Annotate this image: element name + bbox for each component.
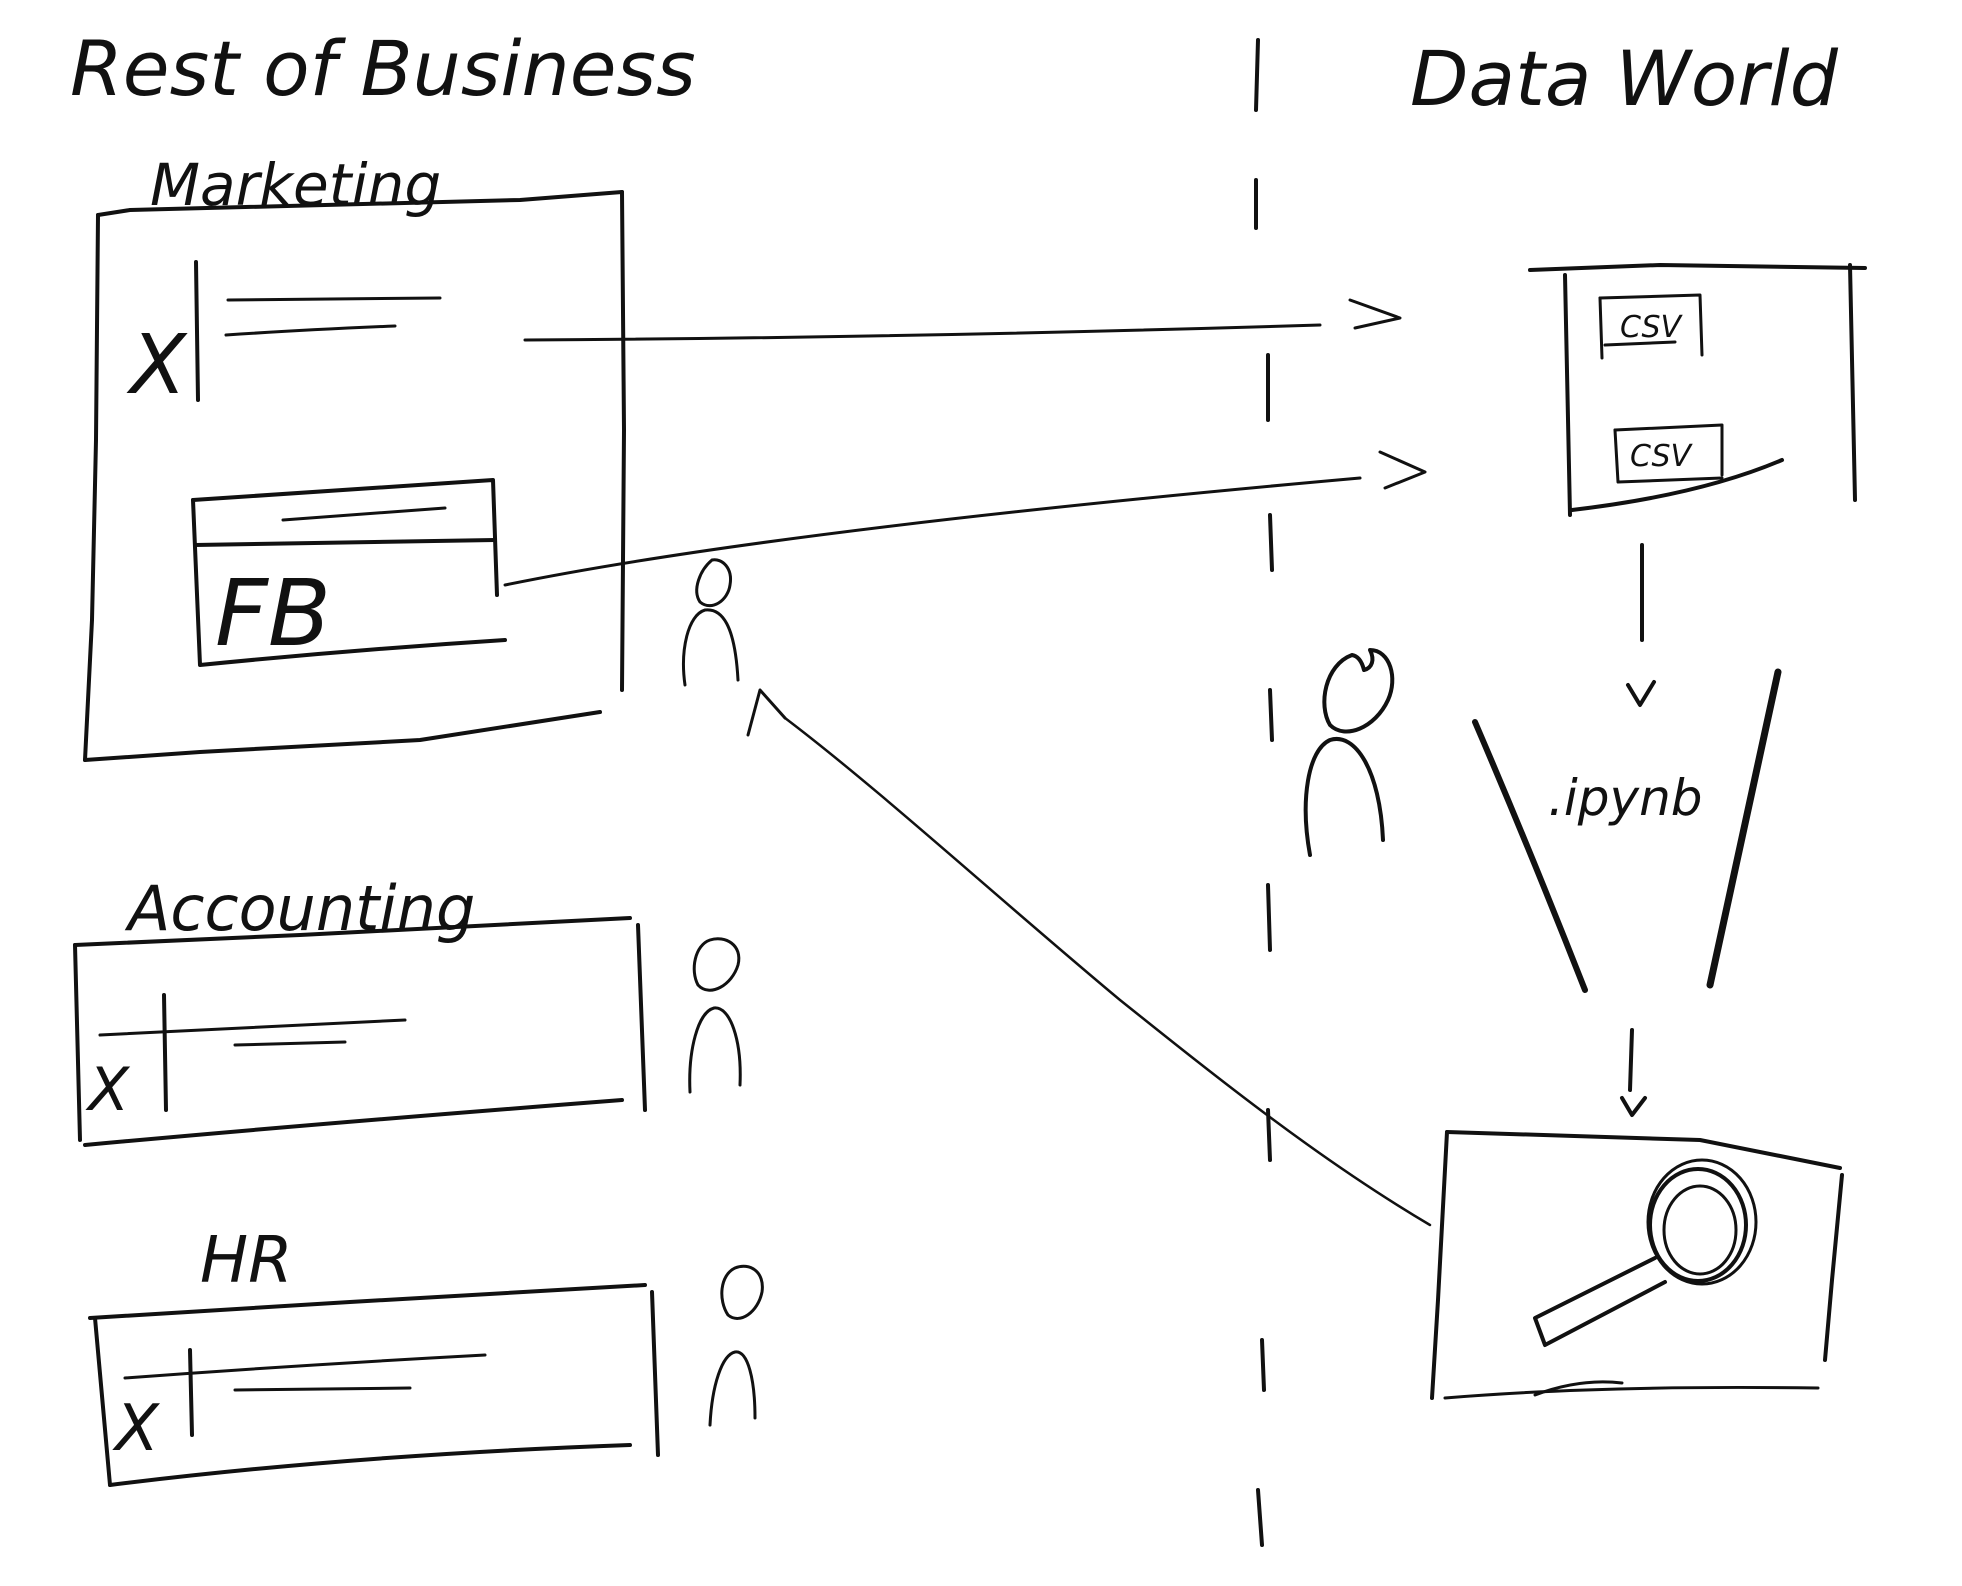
marketing-department: Marketing X FB [83,151,626,762]
accounting-department: Accounting X [73,872,647,1147]
person-marketing [682,558,740,687]
person-accounting [688,937,742,1094]
arrow-store-to-notebook [1626,543,1656,707]
person-data-analyst [1303,648,1395,857]
person-hr [708,1264,764,1427]
notebook-funnel: .ipynb [1472,668,1782,993]
data-store: CSV CSV [1528,263,1867,517]
csv-file-1: CSV [1598,293,1704,360]
csv-file-2-label: CSV [1630,439,1694,474]
arrow-report-to-business [746,688,1432,1227]
hr-label: HR [200,1224,293,1298]
hr-department: HR X [88,1224,660,1487]
accounting-label: Accounting [124,872,475,945]
marketing-source-label: X [126,318,188,413]
arrow-fb-to-store [503,450,1427,587]
magnifying-glass-icon [1533,1158,1758,1347]
divider-dashed-line [1254,38,1274,1547]
left-heading: Rest of Business [70,24,696,113]
notebook-label: .ipynb [1548,769,1703,827]
right-heading: Data World [1410,34,1839,123]
arrow-marketing-to-store [523,298,1402,342]
marketing-spreadsheet: X [126,260,442,413]
csv-file-1-label: CSV [1620,310,1684,345]
insight-report [1430,1130,1844,1400]
fb-label: FB [215,560,331,667]
hr-source-label: X [112,1392,160,1466]
arrow-notebook-to-report [1620,1028,1647,1117]
fb-window: FB [191,478,507,667]
accounting-source-label: X [85,1055,131,1125]
csv-file-2: CSV [1613,423,1724,484]
